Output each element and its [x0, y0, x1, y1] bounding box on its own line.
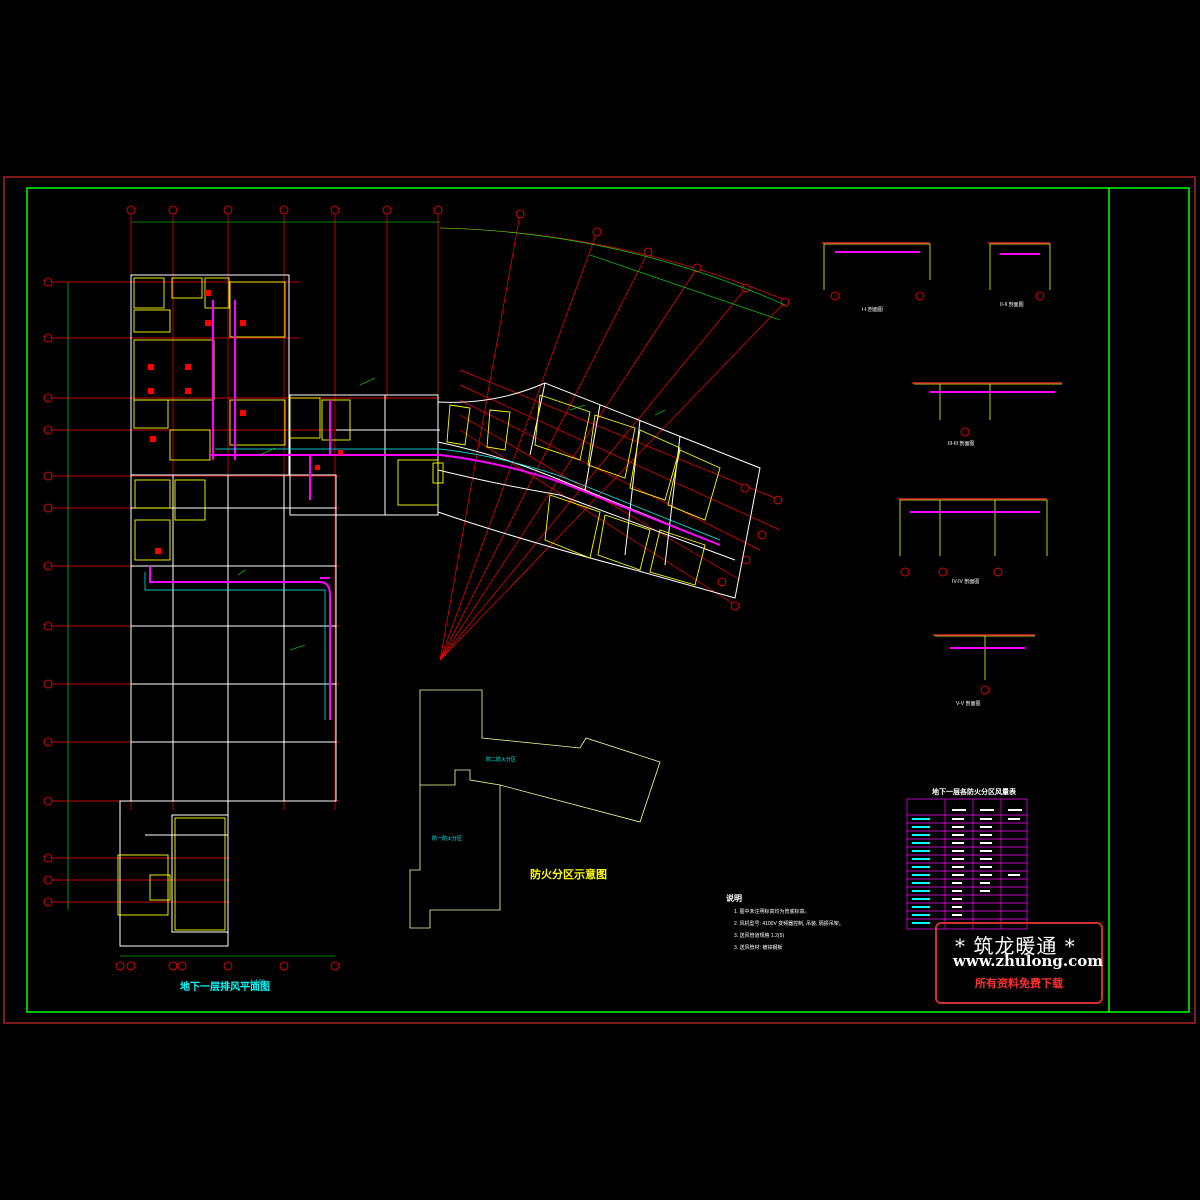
- annotation-leaders: [237, 377, 666, 651]
- note-2: 2. 风机型号: 4100V 变频器控制, 吊装, 隔振吊架。: [734, 921, 844, 927]
- section-label-5: V-V 剖面图: [956, 701, 981, 707]
- fire-zone-1-label: 防一防火分区: [432, 836, 463, 842]
- section-label-4: IV-IV 剖面图: [952, 579, 980, 585]
- plan-title: 地下一层排风平面图: [180, 982, 270, 993]
- notes-title: 说明: [726, 894, 742, 903]
- watermark-url[interactable]: www.zhulong.com: [953, 952, 1104, 970]
- watermark-slogan: 所有资料免费下载: [975, 978, 1063, 990]
- watermark-box: [935, 922, 1103, 1004]
- building-walls: [119, 274, 440, 947]
- curved-wing-rooms: [397, 394, 721, 586]
- section-label-3: III-III 剖面图: [948, 441, 975, 447]
- duct-outline: [144, 448, 721, 720]
- airflow-table-cells: [952, 809, 1022, 916]
- airflow-table-rowheads: [912, 818, 930, 924]
- dimension-lines: [67, 221, 786, 957]
- watermark-brand: * 筑龙暖通 *: [955, 934, 1076, 958]
- table-title: 地下一层各防火分区风量表: [932, 789, 1016, 796]
- section-views: [822, 242, 1062, 695]
- section-label-1: I-I 剖面图: [862, 307, 883, 313]
- fire-zone-title: 防火分区示意图: [530, 869, 607, 881]
- plan-scale: 1:100: [250, 980, 266, 986]
- airflow-table: [906, 798, 1028, 930]
- axis-bubbles: [43, 205, 790, 971]
- note-1: 1. 图中未注明标高均为管底标高。: [734, 909, 810, 915]
- section-label-2: II-II 剖面图: [1000, 302, 1024, 308]
- note-3: 3. 送风管道规格 1.2(5): [734, 933, 785, 939]
- fire-zone-2-label: 防二防火分区: [486, 757, 517, 763]
- inner-frame: [26, 187, 1190, 1013]
- curved-wing: [437, 382, 761, 599]
- top-axis-grid: [45, 213, 791, 903]
- note-4: 3. 送风管材: 镀锌钢板: [734, 945, 783, 951]
- exhaust-fans: [148, 290, 343, 554]
- exhaust-ducts: [149, 300, 721, 720]
- fire-zone-diagram: [409, 689, 661, 929]
- outer-frame: [3, 176, 1196, 1024]
